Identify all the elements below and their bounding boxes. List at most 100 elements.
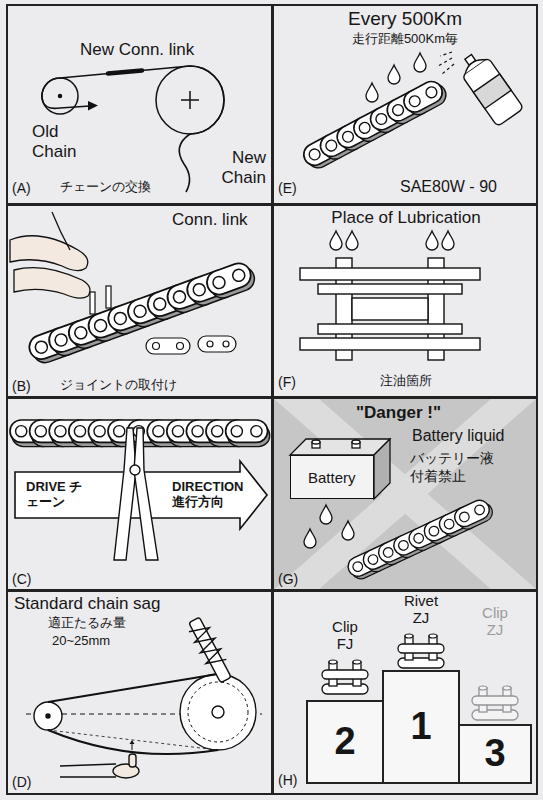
danger-ground — [273, 398, 537, 590]
panel-heading: 適正たるみ量 — [48, 616, 126, 631]
podium-step: 2 — [306, 700, 384, 784]
instruction-panel: Clip FJ Rivet ZJ Clip ZJ (H) 2 1 3 — [272, 590, 538, 795]
connecting-link-figure — [198, 336, 236, 352]
chain-sag-figure — [129, 754, 136, 767]
chain-sag-figure — [185, 615, 235, 684]
chain-replacement-figure — [108, 70, 142, 73]
chain-sag-figure — [46, 714, 50, 718]
direction-arrow: DRIVE チェーン DIRECTION 進行方向 — [14, 460, 268, 530]
connecting-link-figure — [204, 259, 258, 302]
chain-replacement-figure — [42, 66, 224, 192]
battery-warning-figure — [312, 440, 320, 444]
lubrication-interval-figure — [414, 53, 426, 72]
lubrication-point-figure — [352, 298, 428, 320]
battery-warning-figure — [304, 529, 316, 548]
part-label: Old Chain — [32, 122, 84, 161]
panel-caption: ジョイントの取付け — [60, 378, 177, 393]
chain-sag-figure — [188, 682, 248, 742]
instruction-panel: Standard chain sag適正たるみ量20~25mm(D) — [6, 590, 273, 795]
chain-sag-figure — [212, 706, 224, 718]
lubrication-interval-figure — [465, 55, 476, 65]
podium-step: 1 — [382, 670, 460, 784]
connecting-link-figure — [52, 212, 70, 250]
part-label: Rivet ZJ — [399, 592, 443, 627]
joint-types-figure — [322, 660, 368, 694]
chain-replacement-figure — [181, 91, 199, 109]
lubrication-interval-figure — [366, 83, 378, 102]
rank-number: 3 — [485, 732, 506, 776]
rank-number: 2 — [335, 720, 356, 764]
danger-ground — [273, 398, 537, 590]
connecting-link-figure — [10, 236, 88, 271]
connecting-link-figure — [153, 343, 160, 350]
part-label: New Chain — [208, 148, 266, 187]
part-label: Clip ZJ — [477, 604, 513, 639]
lubrication-point-figure — [318, 324, 462, 334]
warning-text: "Danger !" — [356, 403, 441, 423]
connecting-link-figure — [10, 212, 90, 298]
connecting-link-figure — [207, 341, 213, 347]
battery-warning-figure — [352, 440, 360, 444]
arrow-text: DRIVE チェーン — [26, 480, 84, 510]
chain-tool-figure — [226, 420, 270, 447]
battery-warning-figure — [342, 521, 354, 540]
lubrication-point-figure — [346, 231, 358, 250]
chain-sag-figure — [60, 764, 116, 777]
chain-replacement-figure — [59, 95, 62, 98]
part-label: Clip FJ — [327, 618, 363, 653]
panel-letter: (F) — [278, 374, 296, 390]
chain-sag-figure — [130, 740, 135, 744]
battery-warning-figure — [374, 439, 390, 499]
panel-letter: (C) — [12, 571, 31, 587]
chain-sag-figure — [34, 702, 62, 730]
arrow-outline — [15, 461, 267, 529]
lubrication-interval-figure — [300, 77, 450, 173]
chain-sag-figure — [189, 622, 226, 668]
instruction-panel: Conn. link (B) ジョイントの取付け — [6, 204, 273, 398]
instruction-panel: (C) DRIVE チェーン DIRECTION 進行方向 — [6, 397, 273, 591]
lubrication-point-figure — [300, 338, 480, 350]
battery-label: Battery — [308, 469, 356, 486]
connecting-link-figure — [146, 338, 190, 354]
battery-warning-figure — [452, 496, 496, 533]
rank-number: 1 — [411, 705, 432, 749]
panel-heading: 走行距離500Km毎 — [320, 32, 490, 47]
connecting-link-figure — [177, 343, 184, 350]
lubrication-point-figure — [442, 231, 454, 250]
lubrication-interval-figure — [438, 52, 454, 74]
battery-warning-figure — [320, 505, 332, 524]
connecting-link-figure — [10, 212, 258, 367]
panel-letter: (D) — [12, 774, 31, 790]
connecting-link-figure — [223, 341, 229, 347]
warning-text: Battery liquid — [412, 427, 505, 445]
part-label: New Conn. link — [80, 40, 194, 60]
lubrication-point-figure — [300, 268, 480, 280]
connecting-link-figure — [90, 286, 236, 354]
chain-sag-figure — [180, 674, 256, 750]
chain-replacement-figure — [42, 66, 190, 108]
lubrication-interval-figure — [388, 65, 400, 84]
panel-caption: 注油箇所 — [356, 374, 456, 389]
panel-letter: (G) — [278, 571, 298, 587]
oil-grade: SAE80W - 90 — [400, 178, 497, 196]
lubrication-interval-figure — [455, 48, 524, 127]
chain-sag-figure — [48, 730, 218, 750]
battery-box: Battery — [290, 455, 374, 499]
instruction-panel: New Conn. linkOld ChainNew Chain(A)チェーンの… — [6, 4, 273, 205]
panel-letter: (H) — [278, 772, 297, 788]
chain-sag-figure — [48, 674, 218, 702]
chain-sag-figure — [189, 617, 232, 683]
lubrication-point-figure — [318, 284, 462, 294]
battery-warning-figure — [290, 439, 390, 455]
chain-sag-figure — [48, 730, 218, 754]
chain-replacement-figure — [88, 101, 98, 111]
connecting-link-figure — [14, 268, 90, 299]
connecting-link-figure — [106, 286, 111, 308]
joint-types-figure — [398, 634, 444, 668]
panel-letter: (B) — [12, 378, 31, 394]
panel-caption: チェーンの交換 — [60, 180, 151, 195]
arrow-text: DIRECTION 進行方向 — [172, 480, 248, 510]
part-label: Conn. link — [172, 210, 248, 230]
panel-heading: Standard chain sag — [14, 594, 161, 614]
podium-step: 3 — [458, 724, 532, 784]
